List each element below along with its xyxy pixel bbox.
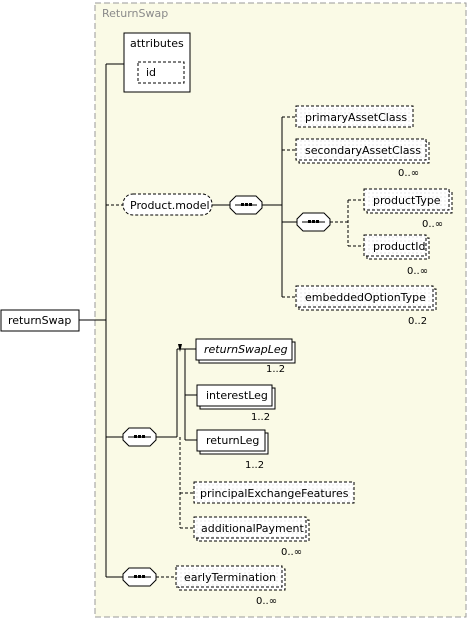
product-id-element[interactable] <box>363 234 427 257</box>
attribute-id-label: id <box>146 66 156 79</box>
return-swap-leg-element[interactable] <box>195 338 293 361</box>
additional-payment-occurs: 0..∞ <box>281 547 302 558</box>
embedded-option-type-element[interactable] <box>295 285 434 308</box>
early-termination-label: earlyTermination <box>184 571 276 584</box>
early-termination-element[interactable] <box>175 565 283 588</box>
secondary-asset-class-element[interactable] <box>295 138 427 161</box>
connectors <box>79 63 364 578</box>
main-sequence-compositor-icon <box>122 427 157 447</box>
interest-leg-element[interactable] <box>196 384 273 407</box>
product-type-occurs: 0..∞ <box>422 219 443 230</box>
principal-exchange-features-label: principalExchangeFeatures <box>200 487 349 500</box>
group-title: ReturnSwap <box>102 7 168 20</box>
additional-payment-element[interactable] <box>193 516 307 539</box>
return-leg-element[interactable] <box>196 429 266 452</box>
inner-sequence-compositor-icon <box>296 212 331 232</box>
embedded-option-type-label: embeddedOptionType <box>305 291 426 304</box>
embedded-option-type-occurs: 0..2 <box>408 316 427 327</box>
root-label: returnSwap <box>8 314 71 327</box>
attribute-id[interactable] <box>137 61 185 84</box>
product-model-label: Product.model <box>130 199 210 212</box>
product-type-element[interactable] <box>363 188 450 211</box>
substitution-arrow-icon <box>178 344 182 352</box>
return-swap-leg-label: returnSwapLeg <box>204 343 288 356</box>
interest-leg-label: interestLeg <box>206 389 268 402</box>
product-id-occurs: 0..∞ <box>407 266 428 277</box>
primary-asset-class-element[interactable] <box>295 105 414 128</box>
interest-leg-occurs: 1..2 <box>251 412 270 423</box>
principal-exchange-features-element[interactable] <box>193 481 355 504</box>
primary-asset-class-label: primaryAssetClass <box>305 111 407 124</box>
secondary-asset-class-occurs: 0..∞ <box>398 168 419 179</box>
return-swap-leg-occurs: 1..2 <box>266 364 285 375</box>
additional-payment-label: additionalPayment <box>201 522 304 535</box>
root-element[interactable] <box>0 309 80 332</box>
return-leg-label: returnLeg <box>206 434 259 447</box>
return-leg-occurs: 1..2 <box>245 460 264 471</box>
attributes-title: attributes <box>130 37 184 50</box>
product-type-label: productType <box>373 194 441 207</box>
product-id-label: productId <box>373 240 426 253</box>
termination-sequence-compositor-icon <box>122 567 157 587</box>
sequence-compositor-icon <box>229 195 263 215</box>
early-termination-occurs: 0..∞ <box>256 596 277 607</box>
product-model-group[interactable] <box>122 193 213 216</box>
secondary-asset-class-label: secondaryAssetClass <box>305 144 421 157</box>
